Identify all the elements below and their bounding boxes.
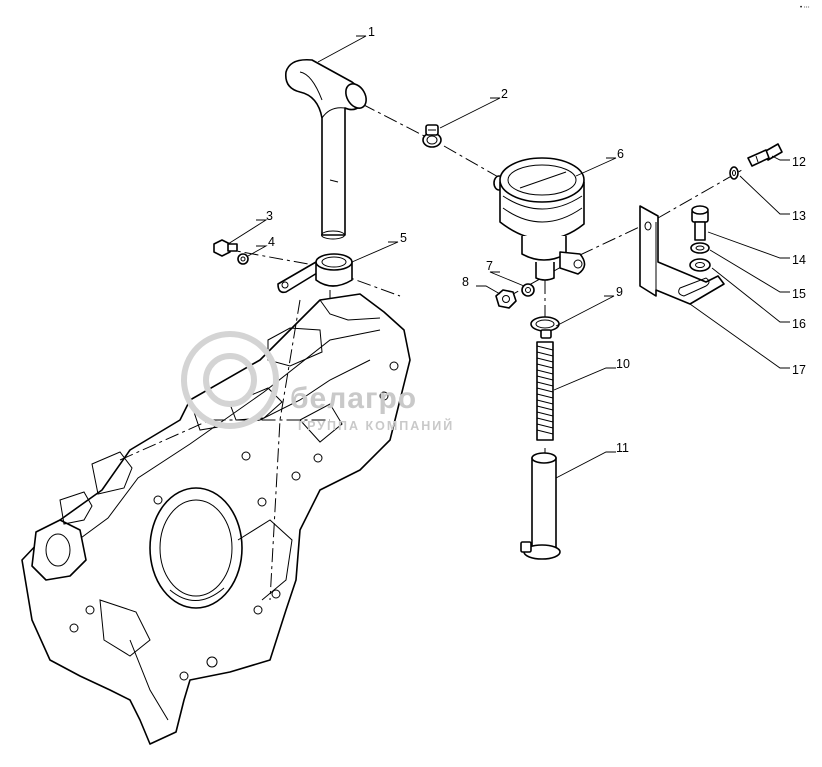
callout-11: 11	[616, 441, 629, 455]
washer-15	[690, 242, 710, 254]
watermark-logo: белагро ГРУППА КОМПАНИЙ	[181, 331, 454, 433]
callout-numbers: 1 2 3 4 5 6 7 8 9 10 11 12 13 14 15 16 1…	[266, 25, 806, 455]
drain-hose	[520, 452, 561, 560]
callout-5: 5	[400, 231, 407, 245]
callout-14: 14	[792, 253, 806, 267]
watermark-brand: белагро	[290, 382, 417, 415]
callout-17: 17	[792, 363, 806, 377]
watermark-subtitle: ГРУППА КОМПАНИЙ	[298, 418, 454, 433]
callout-15: 15	[792, 287, 806, 301]
callout-16: 16	[792, 317, 806, 331]
callout-12: 12	[792, 155, 806, 169]
spring-hose	[536, 341, 554, 441]
hose-clamp-9	[530, 316, 560, 339]
gear-housing-cover	[21, 293, 411, 745]
washer-13	[729, 166, 739, 180]
washer-16	[689, 258, 711, 272]
hose-clamp-small	[422, 124, 442, 148]
nut-8	[495, 289, 517, 309]
bolt-12	[747, 143, 783, 167]
callout-1: 1	[368, 25, 375, 39]
cap-screw-14	[691, 205, 709, 241]
callout-3: 3	[266, 209, 273, 223]
callout-6: 6	[617, 147, 624, 161]
washer-7	[521, 283, 535, 297]
callout-9: 9	[616, 285, 623, 299]
callout-2: 2	[501, 87, 508, 101]
callout-8: 8	[462, 275, 469, 289]
oil-separator	[493, 157, 586, 281]
callout-4: 4	[268, 235, 275, 249]
pipe-bracket-clip	[277, 253, 353, 294]
callout-13: 13	[792, 209, 806, 223]
bolt-3	[213, 239, 238, 257]
corner-mark: • ⋯	[800, 5, 810, 11]
callout-10: 10	[616, 357, 630, 371]
breather-pipe	[284, 58, 367, 240]
mounting-bracket	[639, 205, 725, 305]
callout-7: 7	[486, 259, 493, 273]
washer-4	[237, 253, 249, 265]
leader-lines	[227, 35, 790, 479]
